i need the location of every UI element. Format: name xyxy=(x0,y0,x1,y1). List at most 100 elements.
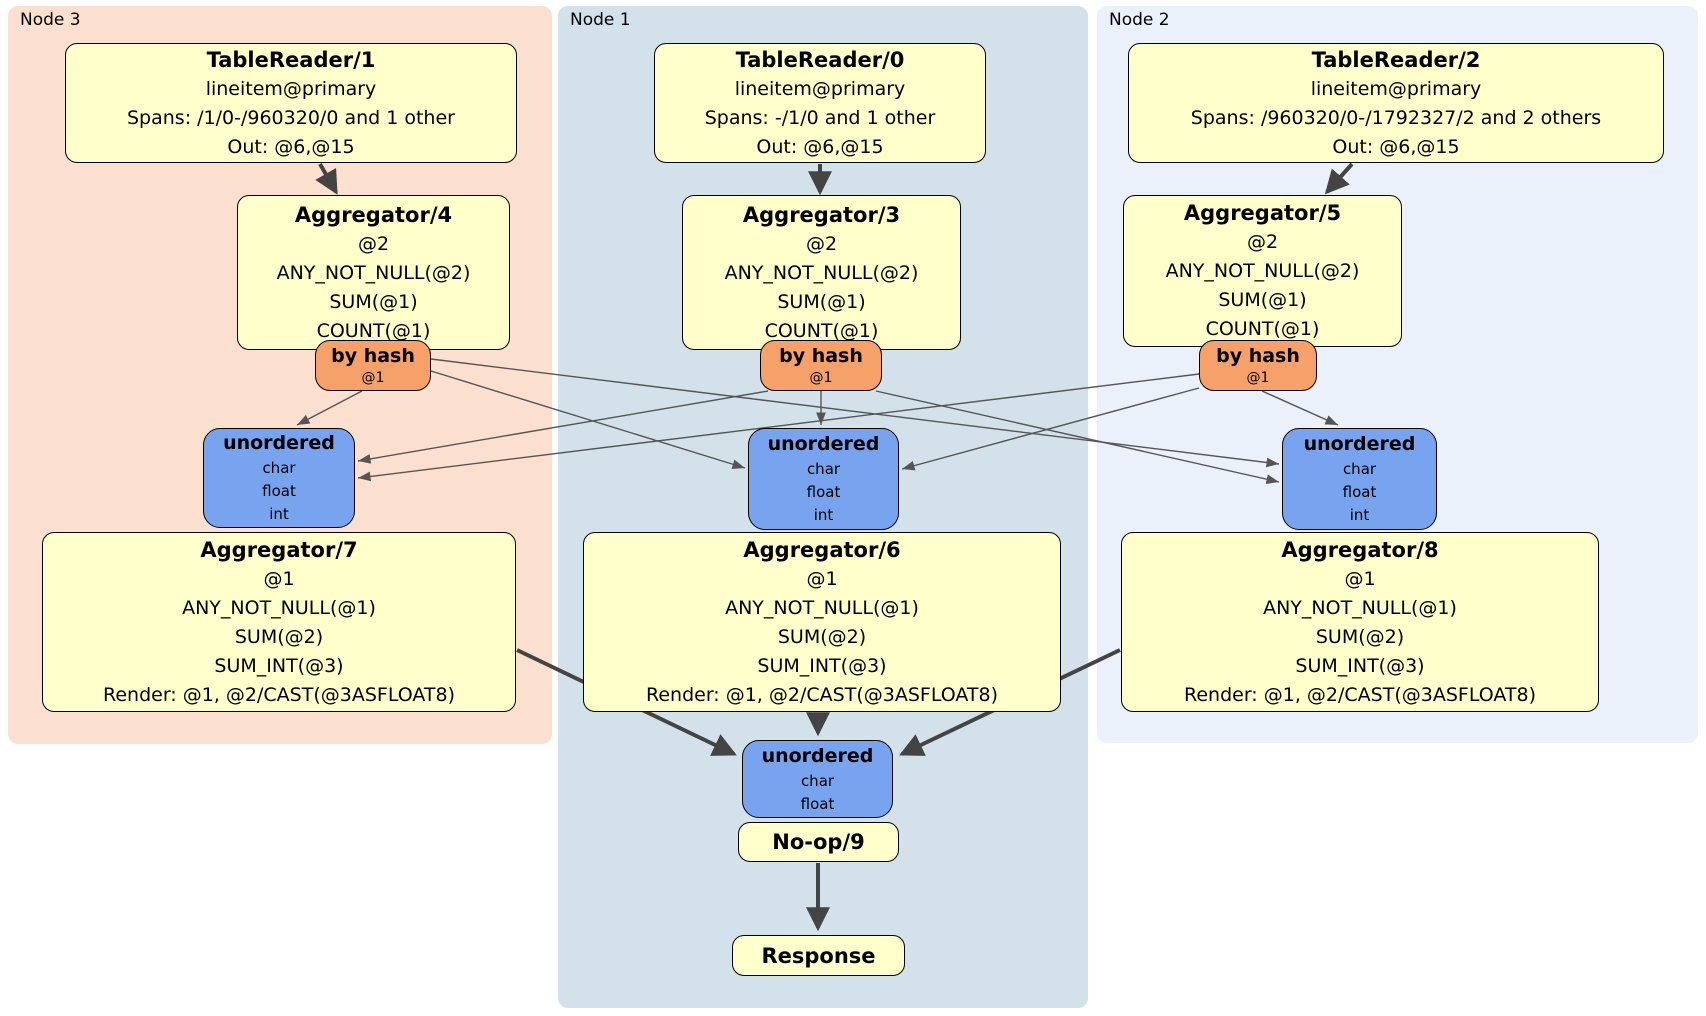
aggregator-5-box: Aggregator/5 @2 ANY_NOT_NULL(@2) SUM(@1)… xyxy=(1123,195,1402,347)
unordered-sync-final-col: float xyxy=(800,794,835,813)
tablereader-2-box: TableReader/2 lineitem@primary Spans: /9… xyxy=(1128,43,1664,163)
aggregator-6-expr: SUM_INT(@3) xyxy=(757,654,887,677)
aggregator-7-expr: SUM_INT(@3) xyxy=(214,654,344,677)
unordered-sync-node1-title: unordered xyxy=(767,433,880,455)
tablereader-1-title: TableReader/1 xyxy=(206,47,376,72)
tablereader-1-box: TableReader/1 lineitem@primary Spans: /1… xyxy=(65,43,517,163)
unordered-sync-node3: unordered char float int xyxy=(203,428,355,528)
edge-byhash1-unordered3 xyxy=(357,390,769,464)
aggregator-3-group: @2 xyxy=(805,232,838,255)
edge-byhash2-unordered1 xyxy=(901,387,1200,471)
aggregator-7-expr: ANY_NOT_NULL(@1) xyxy=(182,596,376,619)
aggregator-6-box: Aggregator/6 @1 ANY_NOT_NULL(@1) SUM(@2)… xyxy=(583,532,1061,712)
byhash-router-node3: by hash @1 xyxy=(315,340,431,391)
tablereader-2-index: lineitem@primary xyxy=(1310,77,1482,100)
aggregator-3-expr: ANY_NOT_NULL(@2) xyxy=(724,261,919,284)
byhash-router-node2-title: by hash xyxy=(1216,344,1300,367)
unordered-sync-node3-title: unordered xyxy=(223,432,335,454)
edge-byhash3-unordered1 xyxy=(430,370,746,469)
aggregator-4-group: @2 xyxy=(357,232,390,255)
aggregator-8-expr: SUM_INT(@3) xyxy=(1295,654,1425,677)
aggregator-7-expr: SUM(@2) xyxy=(234,625,324,648)
tablereader-0-out: Out: @6,@15 xyxy=(756,135,884,158)
unordered-sync-node3-col: float xyxy=(262,482,296,500)
unordered-sync-final-title: unordered xyxy=(761,744,874,767)
aggregator-5-group: @2 xyxy=(1246,231,1279,253)
aggregator-5-expr: SUM(@1) xyxy=(1218,289,1307,311)
aggregator-7-box: Aggregator/7 @1 ANY_NOT_NULL(@1) SUM(@2)… xyxy=(42,532,516,712)
byhash-router-node2: by hash @1 xyxy=(1199,340,1317,391)
edge-byhash3-unordered3 xyxy=(296,390,363,426)
unordered-sync-node2-title: unordered xyxy=(1303,433,1416,455)
unordered-sync-node1-col: int xyxy=(813,506,834,524)
byhash-router-node1-key: @1 xyxy=(809,369,833,386)
response-box: Response xyxy=(732,935,905,976)
unordered-sync-final: unordered char float xyxy=(742,740,893,818)
byhash-router-node3-key: @1 xyxy=(361,369,385,386)
tablereader-0-title: TableReader/0 xyxy=(735,47,905,72)
aggregator-4-expr: ANY_NOT_NULL(@2) xyxy=(276,261,471,284)
edge-tablereader1-aggregator4 xyxy=(315,163,338,195)
node2-label: Node 2 xyxy=(1109,10,1170,30)
aggregator-4-expr: SUM(@1) xyxy=(329,290,418,313)
aggregator-8-box: Aggregator/8 @1 ANY_NOT_NULL(@1) SUM(@2)… xyxy=(1121,532,1599,712)
aggregator-7-render: Render: @1, @2/CAST(@3ASFLOAT8) xyxy=(103,683,455,706)
unordered-sync-node2-col: int xyxy=(1349,506,1370,524)
aggregator-4-box: Aggregator/4 @2 ANY_NOT_NULL(@2) SUM(@1)… xyxy=(237,195,510,350)
noop-box: No-op/9 xyxy=(738,822,899,862)
aggregator-6-expr: SUM(@2) xyxy=(777,625,867,648)
aggregator-3-expr: SUM(@1) xyxy=(777,290,866,313)
unordered-sync-node1-col: float xyxy=(806,483,841,501)
aggregator-7-group: @1 xyxy=(263,567,295,590)
noop-title: No-op/9 xyxy=(772,830,865,854)
response-title: Response xyxy=(761,943,876,968)
tablereader-2-out: Out: @6,@15 xyxy=(1332,135,1460,158)
aggregator-3-title: Aggregator/3 xyxy=(742,202,901,227)
byhash-router-node2-key: @1 xyxy=(1246,369,1270,386)
unordered-sync-node2: unordered char float int xyxy=(1282,428,1437,530)
aggregator-7-title: Aggregator/7 xyxy=(200,537,358,562)
tablereader-1-index: lineitem@primary xyxy=(205,77,377,100)
byhash-router-node3-title: by hash xyxy=(331,344,415,367)
byhash-router-node1-title: by hash xyxy=(779,344,863,367)
aggregator-6-group: @1 xyxy=(806,567,838,590)
aggregator-8-expr: ANY_NOT_NULL(@1) xyxy=(1263,596,1457,619)
aggregator-5-title: Aggregator/5 xyxy=(1183,201,1342,225)
aggregator-8-render: Render: @1, @2/CAST(@3ASFLOAT8) xyxy=(1184,683,1536,706)
aggregator-4-title: Aggregator/4 xyxy=(294,202,453,227)
edge-byhash1-unordered2 xyxy=(875,390,1280,485)
aggregator-8-group: @1 xyxy=(1344,567,1376,590)
tablereader-2-spans: Spans: /960320/0-/1792327/2 and 2 others xyxy=(1190,106,1602,129)
tablereader-1-out: Out: @6,@15 xyxy=(227,135,355,158)
tablereader-0-spans: Spans: -/1/0 and 1 other xyxy=(704,106,936,129)
unordered-sync-node2-col: float xyxy=(1342,483,1377,501)
unordered-sync-node1-col: char xyxy=(806,460,841,478)
unordered-sync-node1: unordered char float int xyxy=(748,428,899,530)
aggregator-6-expr: ANY_NOT_NULL(@1) xyxy=(725,596,919,619)
aggregator-5-expr: COUNT(@1) xyxy=(1205,318,1320,340)
tablereader-0-index: lineitem@primary xyxy=(734,77,906,100)
unordered-sync-final-col: char xyxy=(800,771,835,790)
edge-byhash2-unordered2 xyxy=(1261,390,1339,426)
edge-tablereader2-aggregator5 xyxy=(1324,162,1354,195)
node1-label: Node 1 xyxy=(570,10,631,30)
unordered-sync-node3-col: int xyxy=(269,505,289,523)
tablereader-1-spans: Spans: /1/0-/960320/0 and 1 other xyxy=(127,106,455,129)
aggregator-6-title: Aggregator/6 xyxy=(743,537,901,562)
aggregator-5-expr: ANY_NOT_NULL(@2) xyxy=(1165,260,1360,282)
aggregator-4-expr: COUNT(@1) xyxy=(316,319,431,342)
aggregator-6-render: Render: @1, @2/CAST(@3ASFLOAT8) xyxy=(646,683,998,706)
aggregator-3-expr: COUNT(@1) xyxy=(764,319,879,342)
tablereader-0-box: TableReader/0 lineitem@primary Spans: -/… xyxy=(654,43,986,163)
byhash-router-node1: by hash @1 xyxy=(760,340,882,391)
node3-label: Node 3 xyxy=(20,10,81,30)
edge-byhash2-unordered3 xyxy=(357,373,1200,482)
aggregator-3-box: Aggregator/3 @2 ANY_NOT_NULL(@2) SUM(@1)… xyxy=(682,195,961,350)
unordered-sync-node2-col: char xyxy=(1342,460,1377,478)
aggregator-8-expr: SUM(@2) xyxy=(1315,625,1405,648)
aggregator-8-title: Aggregator/8 xyxy=(1281,537,1439,562)
tablereader-2-title: TableReader/2 xyxy=(1311,47,1481,72)
edge-byhash3-unordered2 xyxy=(430,358,1280,468)
